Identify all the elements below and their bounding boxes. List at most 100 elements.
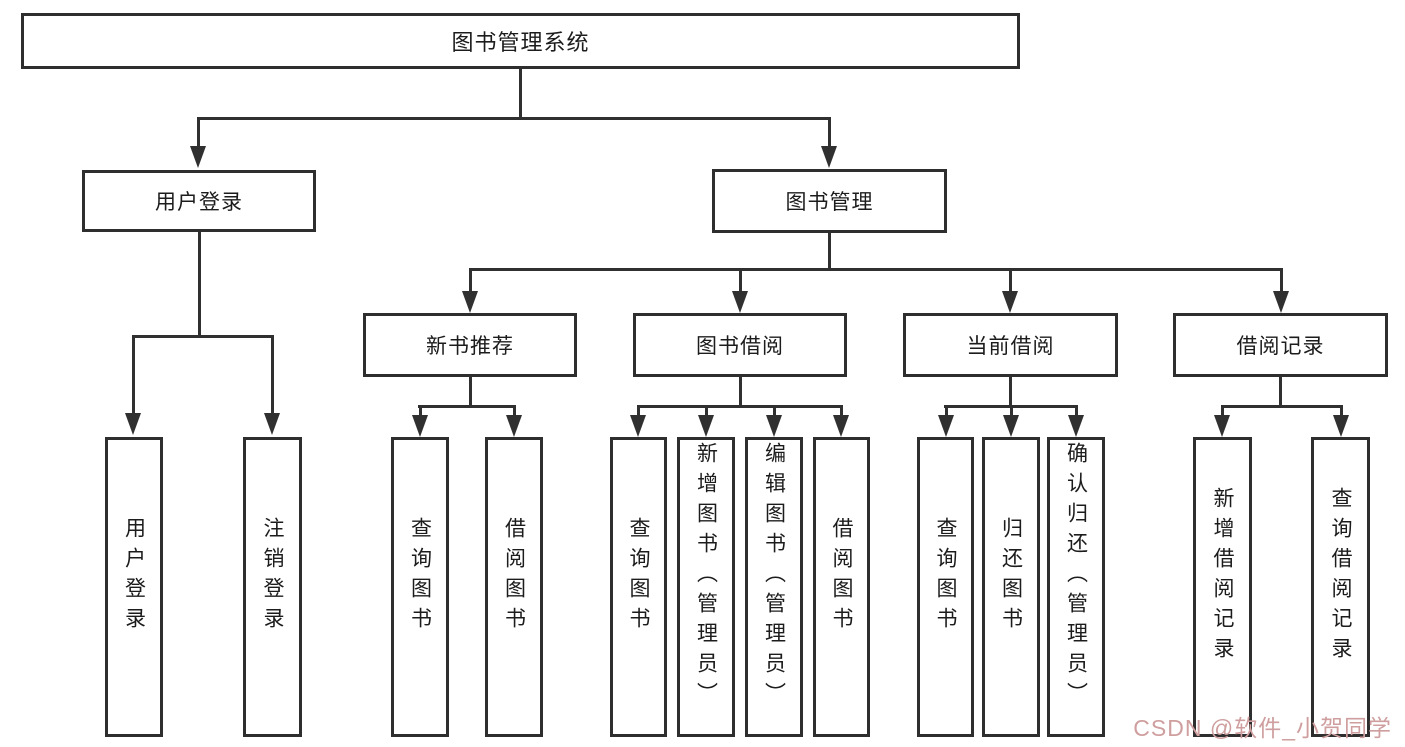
leaf-records-add-record-label: 新增借阅记录	[1211, 487, 1234, 667]
arrow-head	[1214, 415, 1230, 437]
leaf-borrowing-borrow-books: 借阅图书	[813, 437, 870, 737]
arrow-stem	[738, 268, 742, 291]
arrow-head	[1003, 415, 1019, 437]
arrow-stem	[512, 405, 516, 415]
leaf-current-return-books-label: 归还图书	[999, 517, 1023, 637]
arrow-down-icon	[506, 405, 522, 437]
arrow-down-icon	[821, 117, 837, 168]
arrow-head	[938, 415, 954, 437]
connector-recommend-vline	[469, 377, 472, 405]
arrow-head	[732, 291, 748, 313]
leaf-current-query-books-label: 查询图书	[934, 517, 957, 637]
leaf-borrowing-add-books: 新增图书（管理员）	[677, 437, 735, 737]
node-current-borrowing: 当前借阅	[903, 313, 1118, 377]
arrow-down-icon	[264, 335, 280, 435]
arrow-head	[506, 415, 522, 437]
leaf-current-confirm-return: 确认归还（管理员）	[1047, 437, 1105, 737]
arrow-down-icon	[1333, 405, 1349, 437]
arrow-stem	[1074, 405, 1078, 415]
arrow-stem	[839, 405, 843, 415]
leaf-user-login: 用户登录	[105, 437, 163, 737]
arrow-down-icon	[1068, 405, 1084, 437]
connector-recommend-hline	[418, 405, 516, 408]
leaf-current-confirm-return-label: 确认归还（管理员）	[1064, 442, 1088, 712]
leaf-current-return-books: 归还图书	[982, 437, 1040, 737]
node-book-borrowing: 图书借阅	[633, 313, 847, 377]
node-new-book-recommend: 新书推荐	[363, 313, 577, 377]
connector-book-mgmt-vline	[828, 233, 831, 268]
arrow-head	[630, 415, 646, 437]
arrow-down-icon	[938, 405, 954, 437]
connector-root-hline	[197, 117, 831, 120]
arrow-down-icon	[766, 405, 782, 437]
arrow-stem	[944, 405, 948, 415]
arrow-head	[462, 291, 478, 313]
arrow-stem	[1009, 405, 1013, 415]
arrow-stem	[636, 405, 640, 415]
node-book-management-label: 图书管理	[785, 191, 874, 214]
arrow-down-icon	[630, 405, 646, 437]
leaf-recommend-borrow-books-label: 借阅图书	[502, 517, 526, 637]
leaf-logout-label: 注销登录	[261, 517, 284, 637]
arrow-head	[412, 415, 428, 437]
arrow-head	[1068, 415, 1084, 437]
node-current-borrowing-label: 当前借阅	[966, 335, 1055, 358]
arrow-head	[125, 413, 141, 435]
arrow-down-icon	[833, 405, 849, 437]
arrow-stem	[131, 335, 135, 413]
leaf-borrowing-edit-books: 编辑图书（管理员）	[745, 437, 803, 737]
leaf-user-login-label: 用户登录	[122, 517, 146, 637]
leaf-borrowing-borrow-books-label: 借阅图书	[830, 517, 853, 637]
leaf-borrowing-edit-books-label: 编辑图书（管理员）	[762, 442, 786, 712]
leaf-recommend-borrow-books: 借阅图书	[485, 437, 543, 737]
leaf-recommend-query-books: 查询图书	[391, 437, 449, 737]
node-user-login: 用户登录	[82, 170, 316, 232]
arrow-down-icon	[1214, 405, 1230, 437]
arrow-down-icon	[125, 335, 141, 435]
node-book-management: 图书管理	[712, 169, 947, 233]
connector-records-vline	[1279, 377, 1282, 405]
arrow-head	[766, 415, 782, 437]
connector-book-mgmt-hline	[469, 268, 1282, 271]
leaf-records-add-record: 新增借阅记录	[1193, 437, 1252, 737]
arrow-down-icon	[462, 268, 478, 313]
connector-records-hline	[1221, 405, 1342, 408]
connector-root-vline	[519, 69, 522, 117]
arrow-head	[1002, 291, 1018, 313]
arrow-head	[1273, 291, 1289, 313]
connector-borrowing-vline	[739, 377, 742, 405]
arrow-stem	[418, 405, 422, 415]
leaf-borrowing-query-books-label: 查询图书	[627, 517, 650, 637]
node-library-system-label: 图书管理系统	[451, 30, 590, 55]
arrow-stem	[1279, 268, 1283, 291]
arrow-down-icon	[412, 405, 428, 437]
node-borrowing-records-label: 借阅记录	[1236, 335, 1325, 358]
node-user-login-label: 用户登录	[155, 191, 243, 214]
arrow-head	[1333, 415, 1349, 437]
watermark: CSDN @软件_小贺同学	[1133, 715, 1392, 741]
arrow-head	[190, 146, 206, 168]
arrow-stem	[270, 335, 274, 413]
arrow-stem	[1008, 268, 1012, 291]
connector-user-login-hline	[132, 335, 274, 338]
connector-borrowing-hline	[637, 405, 843, 408]
arrow-head	[833, 415, 849, 437]
arrow-stem	[827, 117, 831, 146]
arrow-down-icon	[190, 117, 206, 168]
arrow-down-icon	[1003, 405, 1019, 437]
arrow-stem	[1339, 405, 1343, 415]
node-new-book-recommend-label: 新书推荐	[426, 335, 514, 358]
arrow-head	[698, 415, 714, 437]
node-borrowing-records: 借阅记录	[1173, 313, 1388, 377]
leaf-logout: 注销登录	[243, 437, 302, 737]
leaf-current-query-books: 查询图书	[917, 437, 974, 737]
leaf-records-query-record: 查询借阅记录	[1311, 437, 1370, 737]
leaf-borrowing-add-books-label: 新增图书（管理员）	[694, 442, 718, 712]
arrow-head	[264, 413, 280, 435]
arrow-down-icon	[1273, 268, 1289, 313]
arrow-stem	[704, 405, 708, 415]
leaf-borrowing-query-books: 查询图书	[610, 437, 667, 737]
connector-current-vline	[1009, 377, 1012, 405]
arrow-stem	[772, 405, 776, 415]
